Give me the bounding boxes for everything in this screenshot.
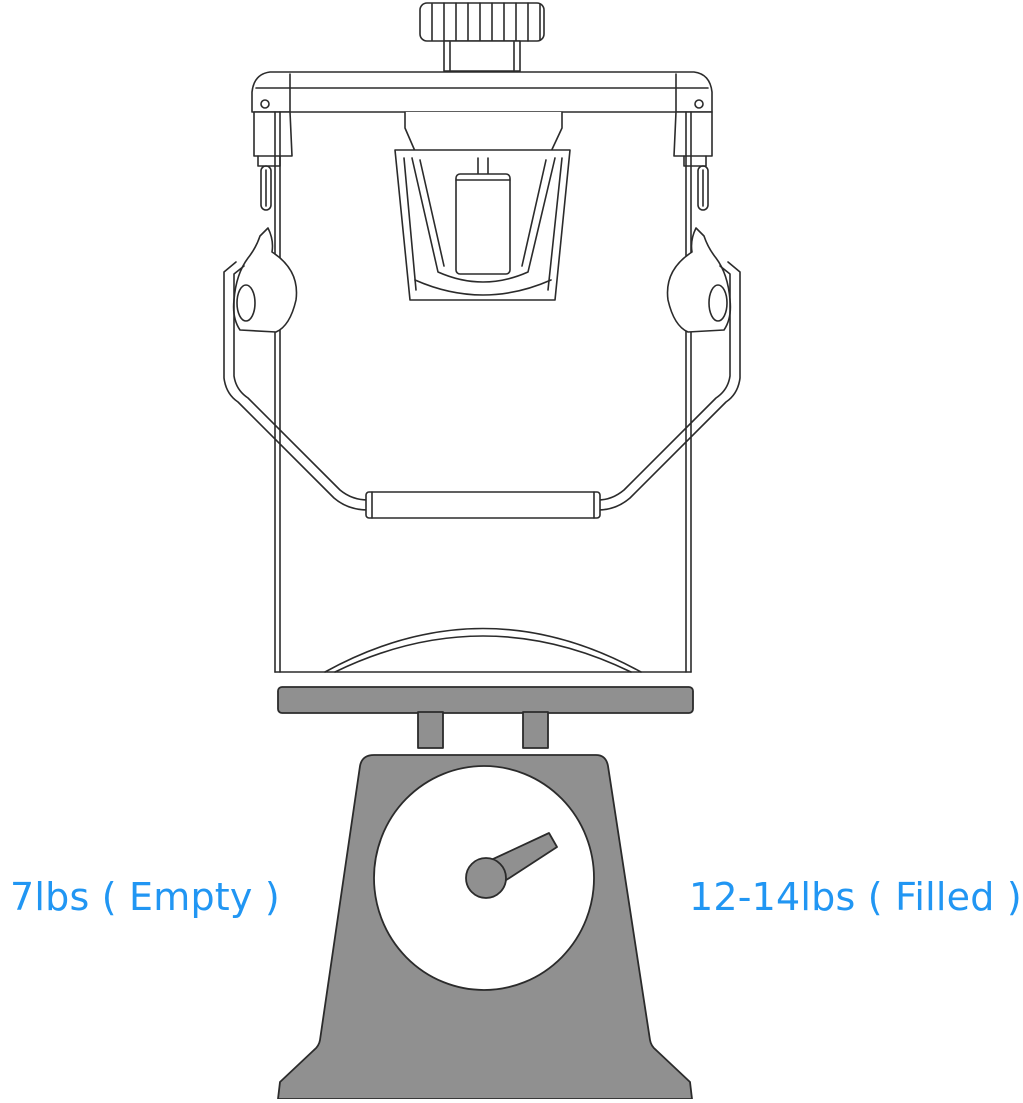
left-clamp: [253, 111, 293, 211]
bucket-illustration: [223, 2, 741, 673]
right-clamp: [673, 111, 713, 211]
left-handle-mount: [232, 227, 298, 333]
right-handle-mount: [666, 227, 732, 333]
bucket-body: [274, 111, 692, 673]
center-holder: [394, 111, 571, 301]
scale-needle-hub: [465, 857, 507, 899]
kitchen-scale: [277, 686, 694, 1100]
filled-weight-label: 12-14lbs ( Filled ): [689, 875, 1022, 919]
scale-post-right: [522, 711, 549, 749]
bail-handle: [223, 261, 741, 519]
scale-platform: [277, 686, 694, 714]
scale-post-left: [417, 711, 444, 749]
lid-knob: [419, 2, 545, 72]
empty-weight-label: 7lbs ( Empty ): [10, 875, 280, 919]
lid-plate: [251, 71, 713, 113]
